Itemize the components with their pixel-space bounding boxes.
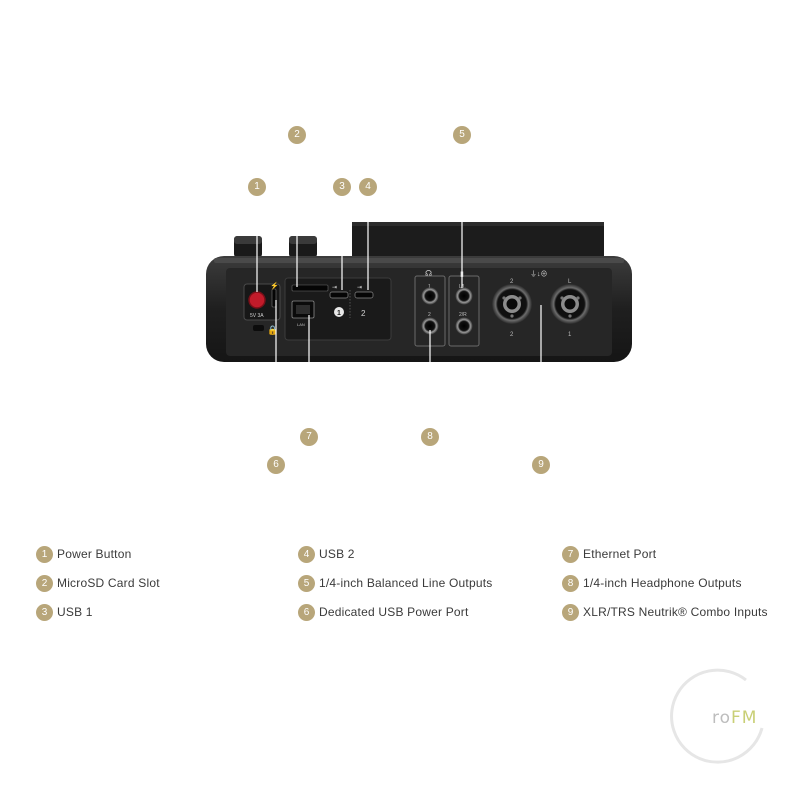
watermark-text-ro: ro xyxy=(712,708,732,728)
combo-input-2-top-label: 2 xyxy=(510,279,514,285)
legend-item-usb-power: 6 Dedicated USB Power Port xyxy=(298,603,469,621)
legend-label: USB 1 xyxy=(57,605,93,619)
usb1-port[interactable] xyxy=(329,291,349,299)
leader-lines-white xyxy=(256,145,463,292)
line-output-left[interactable] xyxy=(455,287,473,305)
callout-4: 4 xyxy=(359,178,377,196)
legend-badge: 5 xyxy=(298,574,315,592)
legend-item-power-button: 1 Power Button xyxy=(36,545,131,563)
callout-5: 5 xyxy=(453,126,471,144)
callout-2: 2 xyxy=(288,126,306,144)
line-output-right[interactable] xyxy=(455,317,473,335)
legend-label: 1/4-inch Headphone Outputs xyxy=(583,576,742,590)
legend-item-headphone-outputs: 8 1/4-inch Headphone Outputs xyxy=(562,574,742,592)
combo-input-1-bottom-label: 1 xyxy=(568,332,572,338)
legend-item-usb-2: 4 USB 2 xyxy=(298,545,355,563)
callout-3: 3 xyxy=(333,178,351,196)
legend-label: XLR/TRS Neutrik® Combo Inputs xyxy=(583,605,768,619)
callout-8: 8 xyxy=(421,428,439,446)
legend-label: Ethernet Port xyxy=(583,547,657,561)
usb-power-port[interactable] xyxy=(271,288,277,308)
combo-input-2[interactable] xyxy=(492,284,532,324)
headphone-output-1[interactable] xyxy=(421,287,439,305)
legend-item-ethernet: 7 Ethernet Port xyxy=(562,545,656,563)
legend-label: 1/4-inch Balanced Line Outputs xyxy=(319,576,493,590)
watermark-logo: roFM xyxy=(712,708,757,728)
usb1-number: 1 xyxy=(337,310,341,317)
headphone-1-label: 1 xyxy=(428,284,431,290)
legend-badge: 2 xyxy=(36,574,53,592)
legend-badge: 7 xyxy=(562,545,579,563)
power-rating-label: 5V 3A xyxy=(250,313,264,319)
device-top-screen xyxy=(352,222,604,264)
watermark-text-fm: FM xyxy=(731,708,758,728)
legend-badge: 4 xyxy=(298,545,315,563)
legend-item-line-outputs: 5 1/4-inch Balanced Line Outputs xyxy=(298,574,492,592)
leader-lines-light xyxy=(275,300,542,458)
usb1-icon: ⇥ xyxy=(332,285,337,291)
knob-2 xyxy=(289,236,317,258)
headphone-output-2[interactable] xyxy=(421,317,439,335)
line-output-right-label: 2/R xyxy=(459,312,467,318)
legend-item-microsd-slot: 2 MicroSD Card Slot xyxy=(36,574,160,592)
combo-input-1-top-label: L xyxy=(568,279,572,285)
callout-9: 9 xyxy=(532,456,550,474)
usb2-port[interactable] xyxy=(354,291,374,299)
lock-icon: 🔒 xyxy=(267,325,278,335)
microsd-slot[interactable] xyxy=(291,284,329,292)
legend-badge: 3 xyxy=(36,603,53,621)
watermark-logo-ring xyxy=(670,668,764,764)
knob-1 xyxy=(234,236,262,258)
legend-badge: 6 xyxy=(298,603,315,621)
legend-badge: 8 xyxy=(562,574,579,592)
line-output-group xyxy=(448,275,480,347)
legend-item-usb-1: 3 USB 1 xyxy=(36,603,93,621)
combo-input-2-bottom-label: 2 xyxy=(510,332,514,338)
legend-label: Power Button xyxy=(57,547,132,561)
usb2-number: 2 xyxy=(361,309,366,318)
callout-6: 6 xyxy=(267,456,285,474)
legend-item-combo-inputs: 9 XLR/TRS Neutrik® Combo Inputs xyxy=(562,603,768,621)
legend-badge: 9 xyxy=(562,603,579,621)
usb2-icon: ⇥ xyxy=(357,285,362,291)
legend-label: MicroSD Card Slot xyxy=(57,576,160,590)
ethernet-label: LAN xyxy=(297,322,305,327)
headphone-icon: ☊ xyxy=(425,269,432,278)
callout-7: 7 xyxy=(300,428,318,446)
legend-label: USB 2 xyxy=(319,547,355,561)
legend-label: Dedicated USB Power Port xyxy=(319,605,469,619)
power-button[interactable] xyxy=(248,291,266,309)
combo-input-1[interactable] xyxy=(550,284,590,324)
legend-badge: 1 xyxy=(36,545,53,563)
phantom-power-icon: ⏚↓⊕ xyxy=(530,270,548,278)
callout-1: 1 xyxy=(248,178,266,196)
headphone-2-label: 2 xyxy=(428,312,431,318)
kensington-slot[interactable] xyxy=(253,325,264,331)
power-bolt-icon: ⚡ xyxy=(270,281,279,290)
